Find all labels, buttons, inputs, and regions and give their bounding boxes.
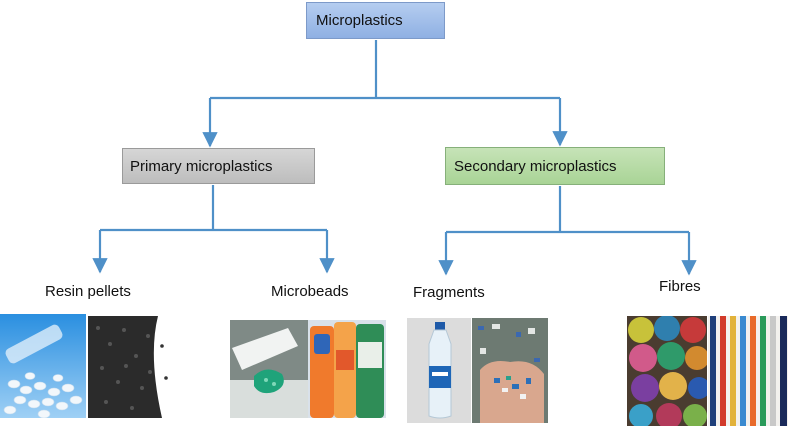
fibres-threads-photo	[708, 316, 788, 426]
root-node-label: Microplastics	[316, 12, 403, 29]
node-secondary-microplastics: Secondary microplastics	[445, 147, 665, 185]
fibres-yarn-photo	[627, 316, 707, 426]
node-primary-microplastics: Primary microplastics	[122, 148, 315, 184]
leaf-label-fragments: Fragments	[413, 284, 485, 301]
microbeads-toothpaste-photo	[230, 320, 308, 418]
fragments-bottle-photo	[407, 318, 471, 423]
leaf-label-fibres: Fibres	[659, 278, 701, 295]
leaf-label-resin-pellets: Resin pellets	[45, 283, 131, 300]
root-to-branches-line	[210, 40, 560, 100]
microbeads-cleanser-photo	[308, 320, 386, 418]
resin-pellets-black-photo	[88, 316, 171, 418]
secondary-node-label: Secondary microplastics	[454, 157, 617, 175]
resin-pellets-white-photo	[0, 314, 86, 418]
secondary-split-line	[446, 186, 689, 234]
leaf-label-microbeads: Microbeads	[271, 283, 349, 300]
root-node-microplastics: Microplastics	[306, 2, 445, 39]
primary-split-line	[100, 185, 327, 232]
fragments-hand-photo	[472, 318, 548, 423]
primary-node-label: Primary microplastics	[130, 157, 273, 175]
